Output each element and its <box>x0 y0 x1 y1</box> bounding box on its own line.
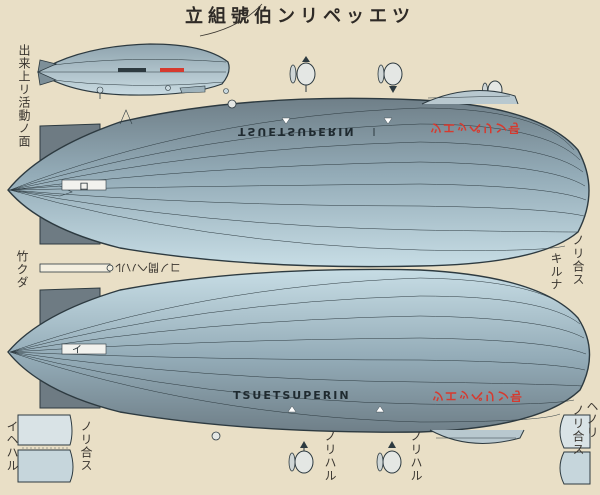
hull-top-mark-ro: ロ <box>79 182 89 193</box>
decor-line <box>199 3 263 37</box>
hull-bottom-mark-i: イ <box>72 345 82 356</box>
hull-top-japanese-name: ツエッペリン号 <box>430 121 522 135</box>
label-bamboo-hole: コノ間ヘハル <box>115 261 181 274</box>
label-small-airship: 出来上リ活動ノ面 <box>17 44 31 148</box>
label-glue-right-top-cut: キルナ <box>549 252 563 291</box>
hull-top-mark-box <box>61 179 107 191</box>
label-glue-right-top: ノリ合ス <box>571 234 585 286</box>
hull-top <box>7 90 590 268</box>
label-glue-right-bottom: ノリ合ス <box>571 404 585 456</box>
engine-pod-top-2 <box>377 62 403 93</box>
hull-bottom <box>7 268 591 444</box>
label-glue-left-bottom: ノリ合ス <box>79 420 93 472</box>
hull-top-name: TSUETSUPERIN <box>238 125 356 138</box>
label-glue-left-bottom-b: イヘハル <box>5 420 19 472</box>
tail-fin-cutout-left <box>17 414 74 483</box>
engine-pod-bottom-2 <box>376 441 402 474</box>
small-airship-name-mark <box>118 68 146 72</box>
hull-bottom-japanese-name: ツエッペリン号 <box>432 389 524 403</box>
small-airship <box>36 43 230 99</box>
label-glue-bottom-1: ノリハル <box>323 430 337 482</box>
engine-pod-top-1 <box>289 56 316 92</box>
small-airship-red-mark <box>160 68 184 72</box>
engine-pod-bottom-1 <box>288 441 314 474</box>
page-title: 立組號伯ンリペッエツ <box>185 6 415 27</box>
label-glue-right-bottom-b: ヘノリ <box>585 400 599 439</box>
bamboo-tube <box>39 263 114 273</box>
label-glue-bottom-2: ノリハル <box>409 430 423 482</box>
label-bamboo: 竹クダ <box>15 250 29 289</box>
hull-bottom-mark-box <box>61 343 107 355</box>
tail-fin-cutout-right <box>559 414 591 485</box>
hull-bottom-name: TSUETSUPERIN <box>233 389 351 402</box>
